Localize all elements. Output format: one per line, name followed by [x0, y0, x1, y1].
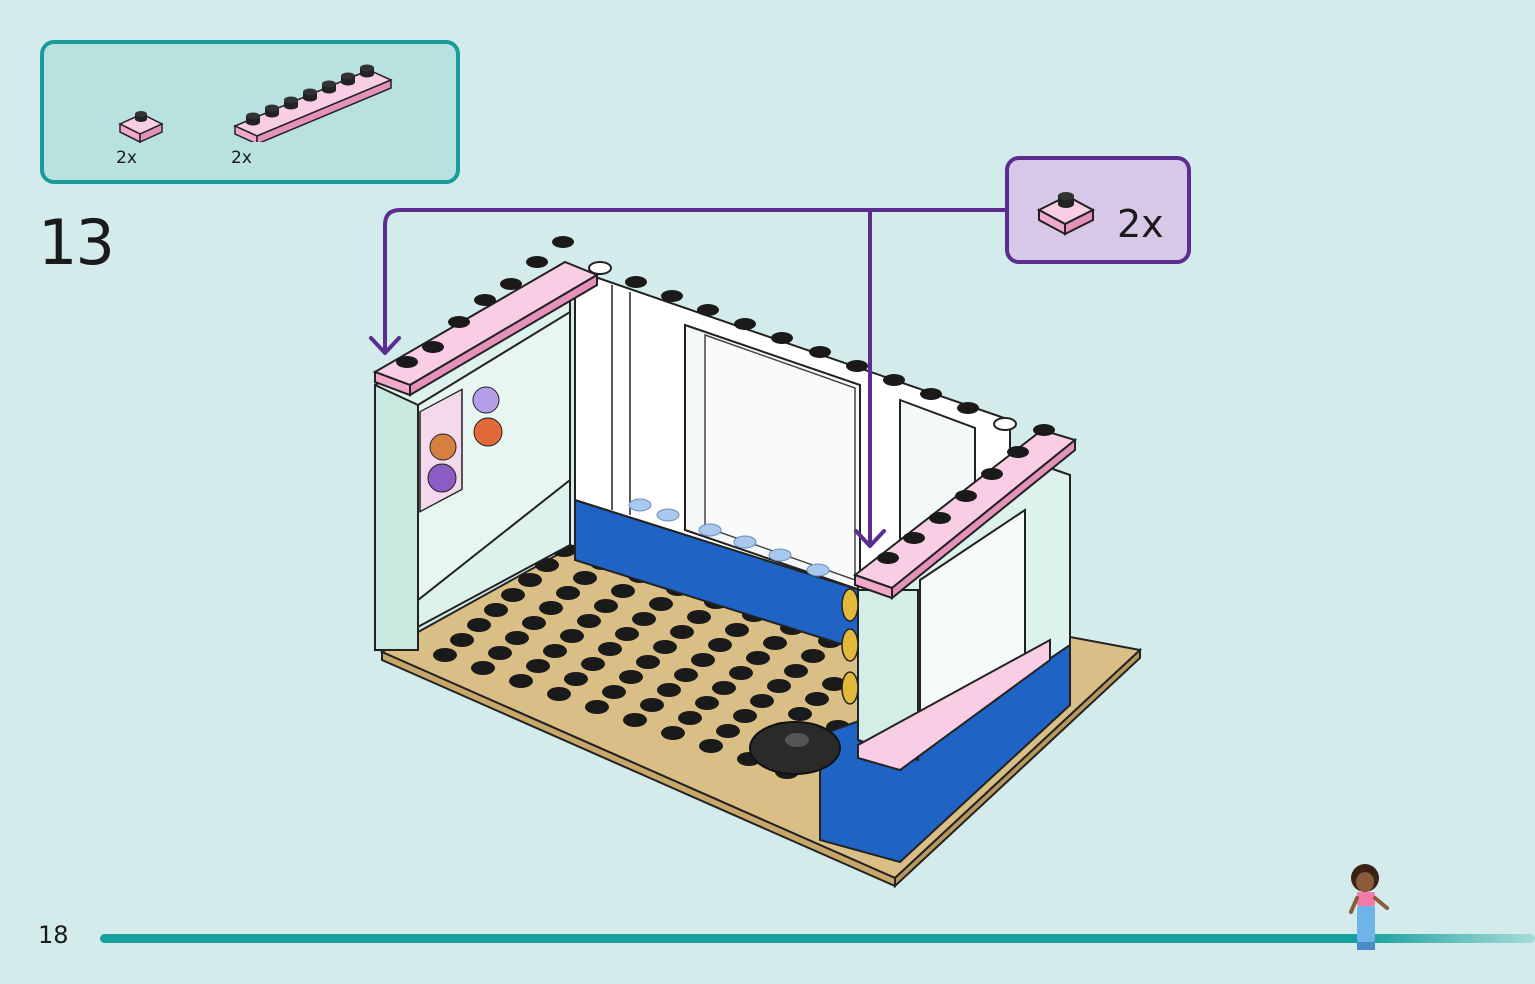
baseplate-stud	[433, 648, 457, 662]
baseplate-stud	[471, 661, 495, 675]
baseplate-stud	[708, 638, 732, 652]
baseplate-stud	[564, 672, 588, 686]
baseplate-stud	[746, 651, 770, 665]
baseplate-stud	[788, 707, 812, 721]
pink-plate-1x2-icon	[1036, 192, 1096, 236]
baseplate-stud	[611, 584, 635, 598]
robot-vacuum	[749, 721, 841, 775]
step-number: 13	[38, 206, 115, 279]
baseplate-stud	[560, 629, 584, 643]
callout-quantity: 2x	[1117, 202, 1164, 246]
callout-arrows	[369, 208, 1007, 548]
baseplate-stud	[509, 674, 533, 688]
baseplate-stud	[518, 573, 542, 587]
baseplate-stud	[767, 679, 791, 693]
baseplate-stud	[615, 627, 639, 641]
baseplate-stud	[649, 597, 673, 611]
baseplate-stud	[602, 685, 626, 699]
baseplate-stud	[657, 683, 681, 697]
pink-plate-studs	[877, 424, 1055, 564]
baseplate-stud	[805, 692, 829, 706]
baseplate-stud	[547, 687, 571, 701]
baseplate-stud	[526, 659, 550, 673]
baseplate-stud	[522, 616, 546, 630]
baseplate-stud	[598, 642, 622, 656]
baseplate-stud	[585, 700, 609, 714]
baseplate-stud	[573, 571, 597, 585]
callout-box: 2x	[1005, 156, 1191, 264]
baseplate-stud	[678, 711, 702, 725]
part-quantity: 2x	[231, 148, 252, 168]
baseplate-stud	[484, 603, 508, 617]
baseplate-stud	[619, 670, 643, 684]
baseplate-stud	[543, 644, 567, 658]
baseplate-stud	[699, 739, 723, 753]
baseplate-stud	[712, 681, 736, 695]
baseplate-stud	[661, 726, 685, 740]
baseplate-stud	[674, 668, 698, 682]
baseplate-stud	[729, 666, 753, 680]
baseplate-stud	[636, 655, 660, 669]
baseplate-stud	[488, 646, 512, 660]
baseplate-stud	[539, 601, 563, 615]
baseplate-stud	[594, 599, 618, 613]
baseplate-stud	[577, 614, 601, 628]
baseplate-stud	[716, 724, 740, 738]
baseplate-stud	[784, 664, 808, 678]
baseplate-stud	[763, 636, 787, 650]
parts-list-box: 2x 2x	[40, 40, 460, 184]
baseplate-stud	[556, 586, 580, 600]
page-number: 18	[38, 921, 69, 949]
baseplate-stud	[450, 633, 474, 647]
baseplate-stud	[632, 612, 656, 626]
baseplate-stud	[467, 618, 491, 632]
pink-plate-1x2-icon	[118, 111, 164, 144]
baseplate-stud	[623, 713, 647, 727]
baseplate-stud	[695, 696, 719, 710]
baseplate-stud	[687, 610, 711, 624]
baseplate-stud	[501, 588, 525, 602]
back-wall-studs	[588, 261, 1017, 431]
minifigure-icon	[1349, 864, 1389, 950]
baseplate-stud	[670, 625, 694, 639]
baseplate-stud	[653, 640, 677, 654]
progress-bar	[100, 934, 1535, 943]
baseplate-stud	[725, 623, 749, 637]
baseplate-stud	[581, 657, 605, 671]
baseplate-stud	[505, 631, 529, 645]
pink-plate-studs	[396, 236, 574, 368]
pink-plate-1x8-icon	[233, 64, 393, 142]
part-quantity: 2x	[116, 148, 137, 168]
baseplate-stud	[640, 698, 664, 712]
baseplate-stud	[822, 677, 846, 691]
baseplate-stud	[733, 709, 757, 723]
baseplate-stud	[691, 653, 715, 667]
baseplate-stud	[750, 694, 774, 708]
baseplate-stud	[801, 649, 825, 663]
